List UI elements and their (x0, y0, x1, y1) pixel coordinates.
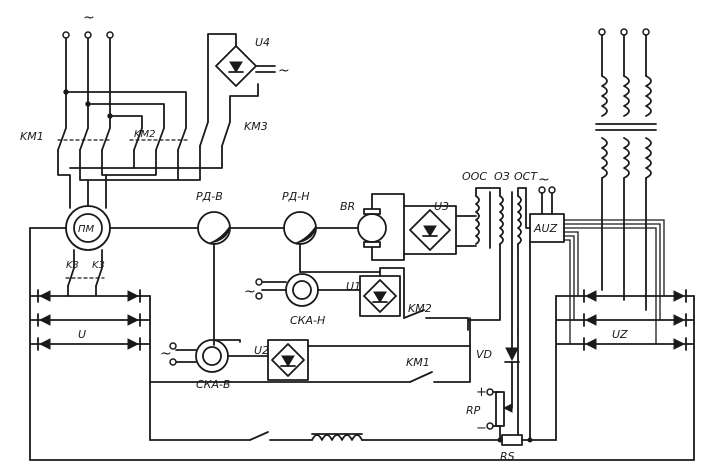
rd-n-label: РД-Н (282, 190, 309, 203)
br-tachogenerator: BR (340, 193, 387, 261)
k3-right-label: K3 (92, 260, 105, 271)
ost-label: ОСТ (514, 170, 538, 183)
supply-phases (63, 37, 187, 129)
km2-contacts: KM2 (129, 127, 189, 151)
u1-label: U1 (346, 280, 361, 293)
ska-n-sensor: ~ СКА-Н (244, 273, 361, 327)
br-label: BR (340, 200, 355, 213)
control-windings: ООС ОЗ ОСТ (462, 170, 538, 331)
pm-motor: ПМ (65, 205, 111, 251)
km2-contact: KM2 (403, 302, 469, 331)
vd-label: VD (476, 348, 492, 361)
ska-n-label: СКА-Н (290, 314, 325, 327)
rd-v-relay: РД-В (196, 190, 231, 346)
rs-shunt: RS (149, 241, 557, 463)
km1-bottom-contact: KM1 (149, 345, 471, 383)
rp-potentiometer: + − RP (466, 385, 513, 441)
u4-label: U4 (255, 36, 270, 49)
ska-v-sensor: ~ СКА-В (160, 339, 269, 391)
km3-label: KM3 (244, 120, 268, 133)
minus-label: − (476, 421, 487, 436)
rs-label: RS (500, 450, 515, 463)
pm-label: ПМ (78, 224, 95, 235)
u3-rectifier: U3 (371, 193, 471, 261)
u1-rectifier: U1 (299, 267, 405, 319)
km3-contacts: KM3 (199, 33, 268, 147)
auz-label: AUZ (533, 222, 558, 235)
km1-label: KM1 (20, 130, 44, 143)
k3-left-label: K3 (66, 260, 79, 271)
auz-ac-label: ~ (538, 172, 550, 188)
vd-diode: VD (476, 247, 520, 409)
rd-n-relay: РД-Н (282, 190, 317, 273)
u3-label: U3 (434, 200, 449, 213)
u4-ac-label: ~ (278, 63, 290, 79)
u4-rectifier: U4 ~ (215, 33, 290, 87)
km1-bottom-label: KM1 (406, 356, 430, 369)
km1-contacts: KM1 (20, 127, 111, 151)
right-bridge-uz: UZ (555, 289, 695, 461)
u1-ac-label: ~ (244, 284, 256, 300)
rp-label: RP (466, 404, 481, 417)
left-bridge-u: U (29, 227, 151, 461)
plus-label: + (476, 385, 487, 400)
uz-label: UZ (612, 328, 628, 341)
oz-label: ОЗ (494, 170, 510, 183)
right-transformer (595, 28, 657, 311)
ac-top-label: ~ (83, 10, 95, 26)
km2-top-label: KM2 (134, 129, 156, 140)
u2-rectifier: U2 (213, 317, 471, 381)
oos-label: ООС (462, 170, 487, 183)
ground-return (29, 437, 695, 461)
ska-v-label: СКА-В (196, 378, 231, 391)
u2-ac-label: ~ (160, 346, 172, 362)
motor-feed (57, 145, 223, 209)
k3-contacts: K3 K3 (65, 249, 105, 287)
km2-label: KM2 (408, 302, 432, 315)
u-left-label: U (78, 328, 86, 341)
auz-control-bus (563, 219, 665, 345)
supply-terminals: ~ (62, 10, 114, 39)
rd-v-label: РД-В (196, 190, 223, 203)
u2-label: U2 (254, 344, 269, 357)
